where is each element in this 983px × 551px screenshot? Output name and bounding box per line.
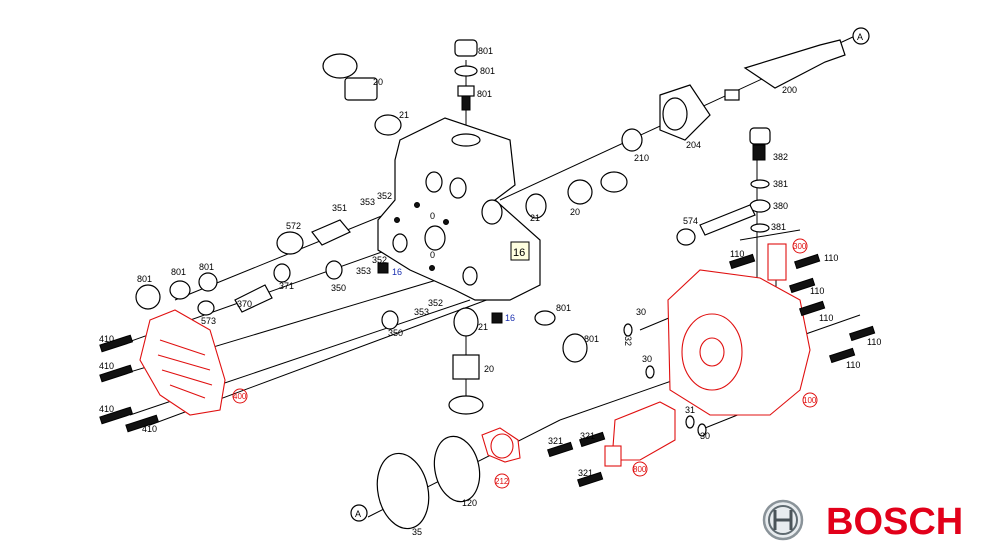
drive-shaft-assembly: A <box>525 27 870 219</box>
part-label: 110 <box>824 253 838 263</box>
part-label-red: 100 <box>803 396 817 405</box>
part-label: 0 <box>430 250 435 260</box>
seals-and-rings: A <box>350 323 707 530</box>
part-label: 380 <box>773 201 788 211</box>
part-label: 110 <box>810 286 824 296</box>
ref-marker-a-top <box>852 27 870 45</box>
ref-marker-label: A <box>355 509 361 519</box>
return-fitting-parts <box>676 127 771 246</box>
part-label: 801 <box>556 303 571 313</box>
part-label: 30 <box>700 431 710 441</box>
part-label: 801 <box>480 66 495 76</box>
top-plug-parts <box>322 39 478 136</box>
part-label: 110 <box>867 337 881 347</box>
part-label-red: 300 <box>793 242 807 251</box>
part-label: 801 <box>584 334 599 344</box>
metering-unit-red <box>604 401 676 467</box>
part-label: 381 <box>773 179 788 189</box>
part-label: 350 <box>331 283 346 293</box>
part-label: 120 <box>462 498 477 508</box>
blue-part-labels: 16 16 <box>392 267 515 323</box>
bosch-wordmark: BOSCH <box>826 501 963 543</box>
part-label: 210 <box>634 153 649 163</box>
part-label: 410 <box>142 424 157 434</box>
part-label: 21 <box>530 213 540 223</box>
part-label-red: 400 <box>233 392 247 401</box>
part-label: 21 <box>399 110 409 120</box>
part-label: 20 <box>373 77 383 87</box>
part-label: 31 <box>685 405 695 415</box>
part-label: 110 <box>819 313 833 323</box>
pump-housing-red <box>667 243 811 416</box>
part-label: 410 <box>99 361 114 371</box>
part-label: 200 <box>782 85 797 95</box>
part-label: 350 <box>388 328 403 338</box>
part-label: 110 <box>846 360 860 370</box>
part-label: 351 <box>332 203 347 213</box>
part-label: 353 <box>414 307 429 317</box>
part-label: 35 <box>412 527 422 537</box>
part-label: 321 <box>548 436 563 446</box>
part-label: 30 <box>642 354 652 364</box>
part-label-blue: 16 <box>392 267 402 277</box>
part-number-labels: 801 801 801 20 21 352 353 351 0 0 352 35… <box>99 46 881 537</box>
reference-box: 16 <box>510 241 530 261</box>
part-label: 21 <box>478 322 488 332</box>
part-label: 572 <box>286 221 301 231</box>
part-label: 371 <box>279 281 294 291</box>
ref-marker-a-bottom <box>350 504 368 522</box>
part-label: 353 <box>360 197 375 207</box>
part-label: 352 <box>428 298 443 308</box>
part-label: 352 <box>377 191 392 201</box>
part-label-red: 212 <box>495 477 509 486</box>
part-label: 801 <box>171 267 186 277</box>
part-label: 410 <box>99 404 114 414</box>
part-label: 801 <box>477 89 492 99</box>
part-label: 801 <box>137 274 152 284</box>
bosch-armature-icon <box>773 510 793 530</box>
part-label: 352 <box>372 255 387 265</box>
part-label-red: 800 <box>633 465 647 474</box>
part-label: 204 <box>686 140 701 150</box>
bolts <box>99 253 876 488</box>
part-label: 381 <box>771 222 786 232</box>
svg-text:16: 16 <box>513 247 525 259</box>
left-valve-parts <box>135 219 588 415</box>
pump-cover-red <box>139 309 226 416</box>
part-label: 32 <box>623 336 633 346</box>
part-label-blue: 16 <box>505 313 515 323</box>
highlighted-part-labels: 400 300 100 800 212 <box>232 238 818 489</box>
part-label: 20 <box>484 364 494 374</box>
part-label: 353 <box>356 266 371 276</box>
part-label: 30 <box>636 307 646 317</box>
pump-head-housing <box>377 117 541 301</box>
part-label: 321 <box>580 431 595 441</box>
part-label: 801 <box>478 46 493 56</box>
part-label: 370 <box>237 299 252 309</box>
part-label: 20 <box>570 207 580 217</box>
bosch-logo: BOSCH <box>762 499 963 543</box>
part-label: 574 <box>683 216 698 226</box>
part-label: 0 <box>430 211 435 221</box>
part-label: 321 <box>578 468 593 478</box>
part-label: 573 <box>201 316 216 326</box>
part-label: 410 <box>99 334 114 344</box>
part-label: 382 <box>773 152 788 162</box>
ref-marker-label: A <box>857 32 863 42</box>
part-label: 110 <box>730 249 744 259</box>
part-label: 801 <box>199 262 214 272</box>
